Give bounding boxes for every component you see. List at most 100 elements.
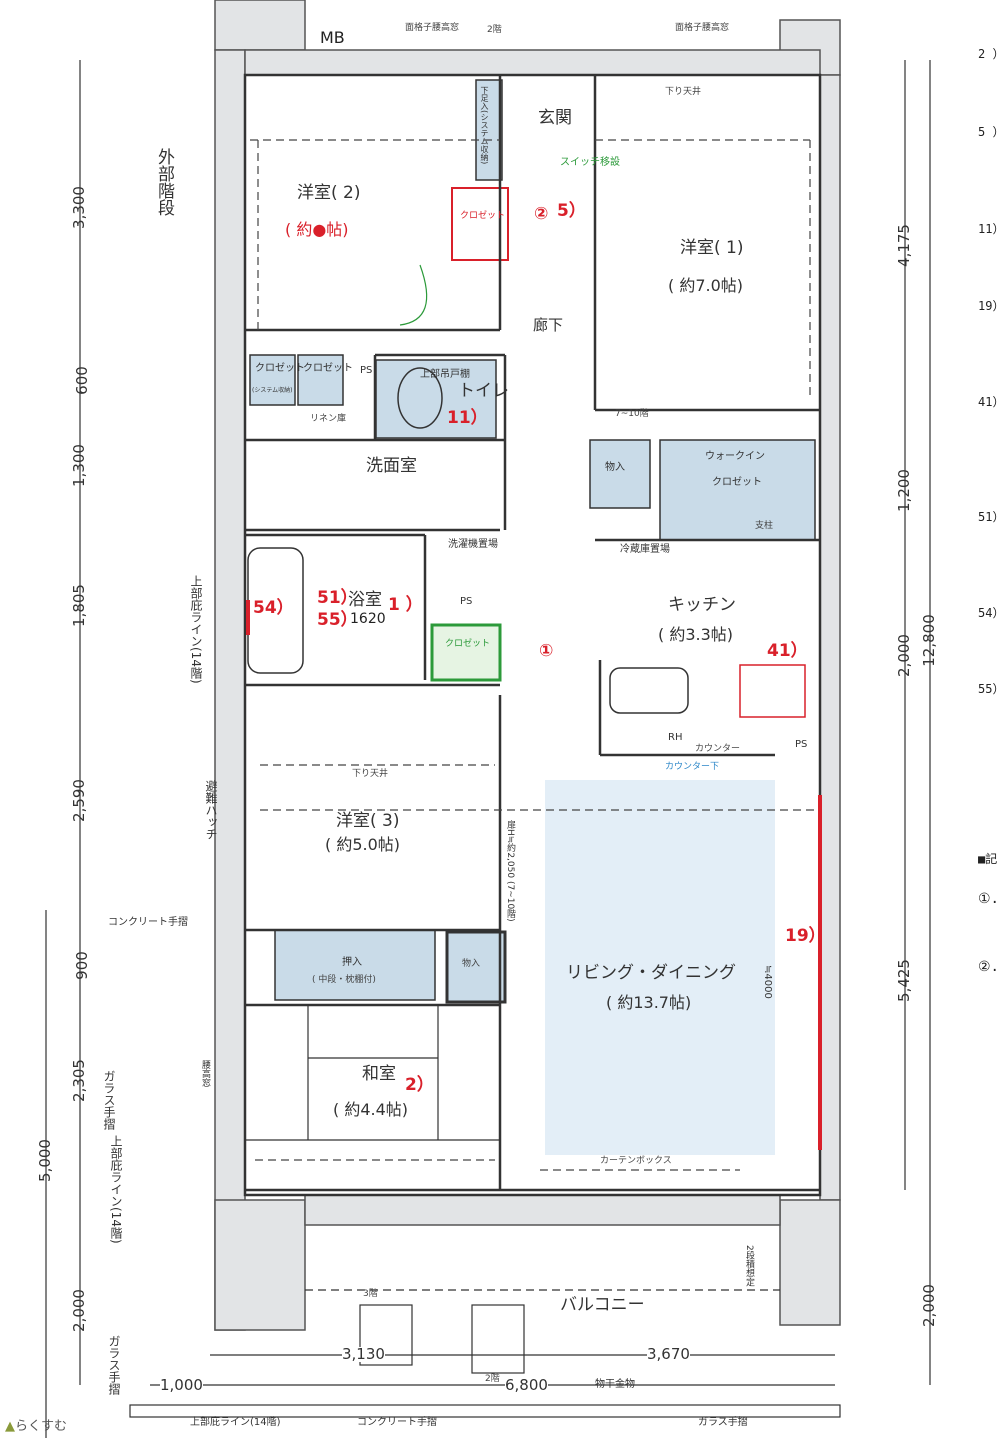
ps-label-2: PS <box>460 596 473 607</box>
upper-eave-label-bottom: 上部庇ライン(14階) <box>190 1417 281 1428</box>
ps-label-3: PS <box>795 739 808 750</box>
room-western3-area: ( 約5.0帖) <box>325 835 401 854</box>
glass-rail-label-lower: ガラス手摺 <box>107 1335 121 1395</box>
closet-label-2: クロゼット <box>303 363 353 374</box>
note-item-4: 41） <box>978 395 1000 409</box>
marker-55: 55） <box>317 610 358 630</box>
marker-2: 2） <box>405 1075 434 1095</box>
oshiire-label: 押入 <box>342 957 362 968</box>
notes-section-heading: ■記 <box>978 852 998 866</box>
hallway-label: 廊下 <box>533 316 564 334</box>
walls <box>214 0 841 1331</box>
room-kitchen-area: ( 約3.3帖) <box>658 625 734 644</box>
room-western3-name: 洋室( 3) <box>336 811 400 831</box>
logo-house-icon: ▲ <box>5 1419 15 1434</box>
balcony-label: バルコニー <box>560 1295 645 1315</box>
marker-5: 5） <box>557 201 586 221</box>
room-western2-name: 洋室( 2) <box>297 183 361 203</box>
room-living-area: ( 約13.7帖) <box>606 993 692 1012</box>
floors-7-10-label: 7~10階 <box>615 409 649 419</box>
note-circled-1: ①. <box>978 891 999 907</box>
room-japanese-name: 和室 <box>362 1064 396 1084</box>
switch-move-label: スイッチ移設 <box>560 157 620 168</box>
note-item-3: 19） <box>978 299 1000 313</box>
dim-left-4: 2,590 <box>69 779 88 822</box>
room-japanese-area: ( 約4.4帖) <box>333 1100 409 1119</box>
dim-bottom-0: 3,130 <box>342 1345 385 1363</box>
window-grille-label-right: 面格子腰高窓 <box>675 23 730 33</box>
dim-right-1: 1,200 <box>894 469 913 512</box>
marker-41: 41） <box>767 641 808 661</box>
note-item-6: 54） <box>978 606 1000 620</box>
two-stage-label: 2段積想定 <box>744 1245 754 1287</box>
note-circled-2: ②. <box>978 959 999 975</box>
dim-left-6: 2,305 <box>69 1059 88 1102</box>
room-western1-name: 洋室( 1) <box>680 238 744 258</box>
glass-rail-label-left: ガラス手摺 <box>102 1070 116 1130</box>
upper-eave-label-lower: 上部庇ライン(14階) <box>109 1135 123 1244</box>
oshiire-sub-label: ( 中段・枕棚付) <box>312 975 376 985</box>
marker-51: 51） <box>317 588 358 608</box>
dim-right-0: 4,175 <box>894 224 913 267</box>
marker-1: 1 ） <box>388 595 423 615</box>
storage-label-japanese: 物入 <box>462 959 481 969</box>
counter-under-label: カウンター下 <box>665 762 720 772</box>
balcony-lines <box>129 1289 841 1418</box>
room-western1-area: ( 約7.0帖) <box>668 276 744 295</box>
dim-left-5: 900 <box>72 951 91 980</box>
waist-window-label: 腰高窓 <box>200 1060 210 1087</box>
dim-left-7: 2,000 <box>69 1289 88 1332</box>
washer-label: 洗濯機置場 <box>448 539 498 550</box>
lowered-ceiling-label-2: 下り天井 <box>352 769 389 779</box>
toilet-label: トイレ <box>458 381 509 401</box>
note-item-1: 5 ） <box>978 125 1000 139</box>
dim-bottom-1: 3,670 <box>647 1345 690 1363</box>
washroom-label: 洗面室 <box>366 456 417 476</box>
fixtures <box>247 367 806 718</box>
marker-54: 54） <box>253 598 294 618</box>
dim-right-2: 2,000 <box>894 634 913 677</box>
note-item-2: 11） <box>978 222 1000 236</box>
dim-bottom-2: 1,000 <box>160 1376 203 1394</box>
storage-label-hall: 物入 <box>605 462 625 473</box>
floor2-label: 2階 <box>487 25 502 35</box>
room-kitchen-name: キッチン <box>668 595 736 615</box>
curtain-box-label: カーテンボックス <box>600 1156 672 1166</box>
bath-size: 1620 <box>350 611 386 627</box>
escape-hatch-label: 避難ハッチ <box>204 780 218 840</box>
dim-bottom-3: 6,800 <box>505 1376 548 1394</box>
approx-4000-label: ≒4000 <box>762 965 773 999</box>
counter-label: カウンター <box>695 744 741 754</box>
dim-left-2: 1,300 <box>69 444 88 487</box>
ceiling-lines <box>250 139 820 1171</box>
marker-11: 11） <box>447 408 488 428</box>
green-closet <box>430 623 502 682</box>
fridge-label: 冷蔵庫置場 <box>620 544 670 555</box>
linen-label: リネン庫 <box>310 414 347 424</box>
note-item-0: 2 ） <box>978 47 1000 61</box>
rh-label: RH <box>668 732 683 743</box>
logo: ▲らくすむ <box>5 1420 67 1433</box>
marker-19: 19） <box>785 926 826 946</box>
shoe-rack-label: 下足入(システム収納) <box>480 86 489 165</box>
logo-text: らくすむ <box>15 1419 68 1434</box>
closet-label-1: クロゼット <box>255 363 305 374</box>
dim-right-balcony: 2,000 <box>919 1284 938 1327</box>
external-stairs-label: 外部階段 <box>154 148 174 216</box>
dryer-label: 物干金物 <box>595 1379 635 1390</box>
closet-system-label: (システム収納) <box>252 387 293 394</box>
note-item-7: 55） <box>978 682 1000 696</box>
dim-right-3: 5,425 <box>894 959 913 1002</box>
dimension-lines <box>45 60 931 1438</box>
dim-left-total: 5,000 <box>35 1139 54 1182</box>
storage-areas <box>249 79 816 1004</box>
marker-c2: ② <box>534 204 549 224</box>
lowered-ceiling-label: 下り天井 <box>665 87 702 97</box>
room-western2-area: ( 約●帖) <box>285 220 349 239</box>
green-arrow <box>399 264 428 326</box>
upper-shelf-label: 上部吊戸棚 <box>420 369 470 380</box>
closet-label-red: クロゼット <box>460 211 506 221</box>
concrete-rail-label-top: コンクリート手摺 <box>108 917 188 928</box>
bathroom-label: 浴室 <box>348 590 382 610</box>
